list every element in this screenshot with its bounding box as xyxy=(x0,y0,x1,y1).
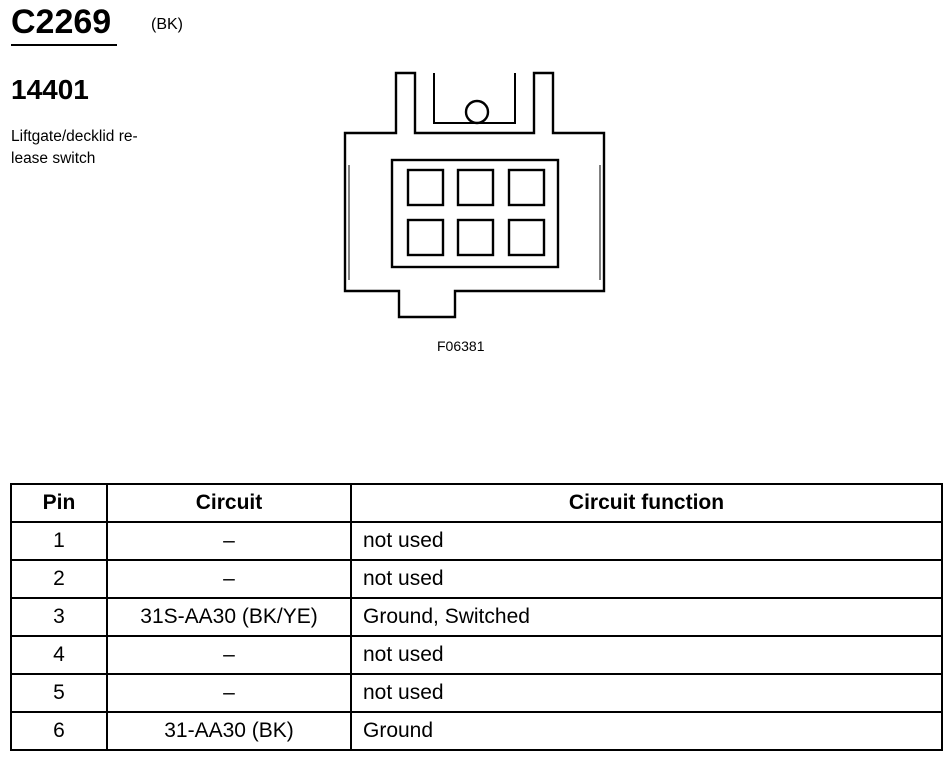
circuit-cell: 31S-AA30 (BK/YE) xyxy=(106,597,352,637)
header-pin: Pin xyxy=(10,483,108,523)
pin-cavity-5 xyxy=(456,218,495,257)
pin-cell: 1 xyxy=(10,521,108,561)
part-number: 14401 xyxy=(11,74,89,105)
component-name-line1: Liftgate/decklid re- xyxy=(11,128,138,145)
connector-lock-hole xyxy=(464,99,490,125)
circuit-cell: – xyxy=(106,521,352,561)
connector-cavity-block xyxy=(390,158,560,269)
circuit-cell: – xyxy=(106,673,352,713)
pin-cell: 6 xyxy=(10,711,108,751)
table-row: 1 – not used xyxy=(10,521,943,561)
pin-cavity-2 xyxy=(456,168,495,207)
function-cell: Ground, Switched xyxy=(350,597,943,637)
pin-table: Pin Circuit Circuit function 1 – not use… xyxy=(10,483,943,751)
pin-cell: 5 xyxy=(10,673,108,713)
function-cell: not used xyxy=(350,673,943,713)
table-row: 5 – not used xyxy=(10,673,943,713)
pin-cavity-3 xyxy=(507,168,546,207)
pin-cavity-1 xyxy=(406,168,445,207)
header-circuit: Circuit xyxy=(106,483,352,523)
pin-cell: 4 xyxy=(10,635,108,675)
component-name: Liftgate/decklid re- lease switch xyxy=(11,126,171,170)
table-row: 3 31S-AA30 (BK/YE) Ground, Switched xyxy=(10,597,943,637)
function-cell: not used xyxy=(350,635,943,675)
table-row: 6 31-AA30 (BK) Ground xyxy=(10,711,943,751)
circuit-cell: 31-AA30 (BK) xyxy=(106,711,352,751)
pin-cavity-6 xyxy=(507,218,546,257)
header-circuit-function: Circuit function xyxy=(350,483,943,523)
circuit-cell: – xyxy=(106,635,352,675)
connector-face-drawing xyxy=(343,71,606,319)
connector-color-code: (BK) xyxy=(151,16,183,33)
connector-housing-outline xyxy=(343,71,606,319)
circuit-cell: – xyxy=(106,559,352,599)
connector-latch-tab xyxy=(433,73,516,124)
figure-id: F06381 xyxy=(437,338,485,354)
connector-id-underline xyxy=(11,44,117,46)
component-name-line2: lease switch xyxy=(11,150,96,167)
function-cell: not used xyxy=(350,521,943,561)
table-row: 2 – not used xyxy=(10,559,943,599)
table-row: 4 – not used xyxy=(10,635,943,675)
connector-id: C2269 xyxy=(11,3,112,41)
table-header-row: Pin Circuit Circuit function xyxy=(10,483,943,523)
pin-cell: 2 xyxy=(10,559,108,599)
function-cell: not used xyxy=(350,559,943,599)
pin-cell: 3 xyxy=(10,597,108,637)
pin-cavity-4 xyxy=(406,218,445,257)
function-cell: Ground xyxy=(350,711,943,751)
